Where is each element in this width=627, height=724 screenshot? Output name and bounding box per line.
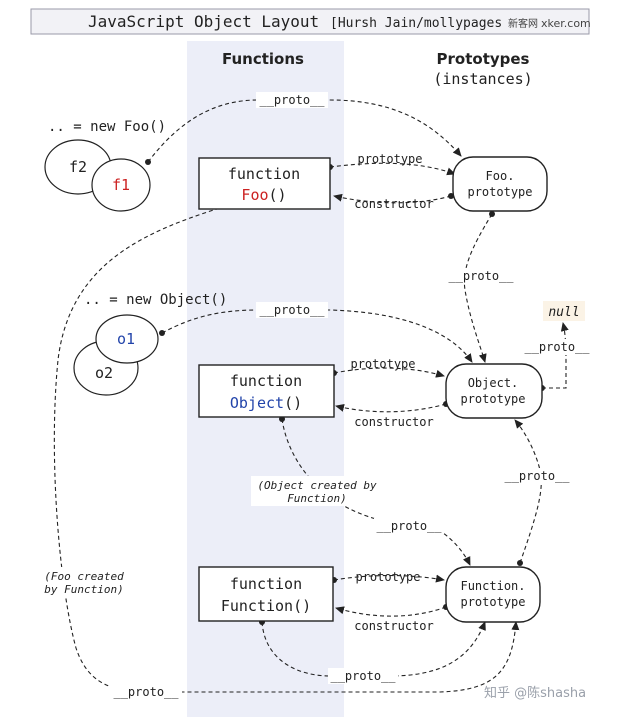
foo-instances-label: .. = new Foo() bbox=[48, 119, 166, 135]
instance-o2-text: o2 bbox=[95, 364, 113, 382]
prototypes-subheading: (instances) bbox=[433, 70, 532, 88]
title-credit: [Hursh Jain/mollypages bbox=[330, 16, 502, 31]
instance-o1-text: o1 bbox=[117, 330, 135, 348]
object-instances-label: .. = new Object() bbox=[84, 292, 227, 308]
foo-prototype-line1: Foo. bbox=[486, 169, 515, 183]
function-prototype-line1: Function. bbox=[460, 579, 525, 593]
object-prototype-node bbox=[445, 363, 543, 419]
instance-f1-node bbox=[91, 158, 151, 212]
function-prototype-node bbox=[445, 566, 541, 623]
note-object-created-line2: Function) bbox=[287, 492, 347, 505]
edge-object-proto bbox=[281, 418, 471, 566]
instance-o1-node bbox=[95, 314, 159, 364]
label-proto-objproto: __proto__ bbox=[524, 340, 590, 354]
edge-object-prototype bbox=[333, 367, 445, 378]
watermark: 知乎 @陈shasha bbox=[484, 685, 586, 701]
function-object-box bbox=[198, 364, 335, 418]
function-function-keyword: function bbox=[230, 575, 302, 593]
edge-fnproto-proto bbox=[514, 419, 542, 564]
label-constructor-function: constructor bbox=[354, 619, 433, 633]
function-object-keyword: function bbox=[230, 372, 302, 390]
diagram-title: JavaScript Object Layout bbox=[88, 12, 319, 31]
function-foo-keyword: function bbox=[228, 165, 300, 183]
instance-f1-text: f1 bbox=[112, 176, 130, 194]
note-object-created-line1: (Object created by bbox=[257, 479, 377, 492]
edge-foo-prototype bbox=[329, 162, 456, 176]
instance-f2-text: f2 bbox=[69, 158, 87, 176]
edge-function-constructor bbox=[335, 606, 447, 617]
note-object-created-bg bbox=[251, 476, 383, 506]
note-foo-created-line2: by Function) bbox=[44, 583, 123, 596]
label-proto-f1: __proto__ bbox=[259, 93, 325, 107]
functions-heading: Functions bbox=[222, 50, 304, 68]
title-site-cn: 新客网 bbox=[508, 17, 538, 30]
function-function-box bbox=[198, 566, 334, 622]
edge-function-prototype bbox=[333, 574, 445, 583]
object-prototype-line1: Object. bbox=[468, 376, 519, 390]
title-bar bbox=[30, 8, 590, 35]
prototypes-heading: Prototypes bbox=[437, 50, 530, 68]
function-prototype-line2: prototype bbox=[460, 595, 525, 609]
edge-fooproto-proto bbox=[463, 213, 493, 363]
label-proto-function: __proto__ bbox=[330, 669, 396, 683]
note-foo-created-bg bbox=[36, 567, 132, 597]
function-foo-box bbox=[198, 157, 331, 210]
label-proto-object: __proto__ bbox=[376, 519, 442, 533]
function-foo-name: Foo() bbox=[241, 186, 286, 204]
label-constructor-object: constructor bbox=[354, 415, 433, 429]
label-proto-fooproto: __proto__ bbox=[448, 269, 514, 283]
object-prototype-line2: prototype bbox=[460, 392, 525, 406]
null-text: null bbox=[548, 305, 579, 320]
function-function-name: Function() bbox=[221, 597, 311, 615]
foo-prototype-node bbox=[452, 156, 548, 212]
label-proto-o1: __proto__ bbox=[259, 303, 325, 317]
label-proto-fnproto: __proto__ bbox=[504, 469, 570, 483]
function-object-name: Object() bbox=[230, 394, 302, 412]
label-prototype-object: prototype bbox=[350, 357, 415, 371]
foo-prototype-line2: prototype bbox=[467, 185, 532, 199]
edge-f1-proto bbox=[147, 99, 462, 163]
null-node bbox=[543, 301, 585, 321]
edge-objproto-null bbox=[542, 322, 569, 389]
label-constructor-foo: constructor bbox=[354, 197, 433, 211]
edge-foo-constructor bbox=[333, 193, 452, 204]
note-foo-created-line1: (Foo created bbox=[44, 570, 124, 583]
label-prototype-function: prototype bbox=[355, 570, 420, 584]
edge-object-constructor bbox=[335, 403, 447, 413]
label-prototype-foo: prototype bbox=[357, 152, 422, 166]
label-proto-foo: __proto__ bbox=[113, 685, 179, 699]
title-site: xker.com bbox=[541, 17, 591, 30]
edge-o1-proto bbox=[161, 309, 473, 363]
